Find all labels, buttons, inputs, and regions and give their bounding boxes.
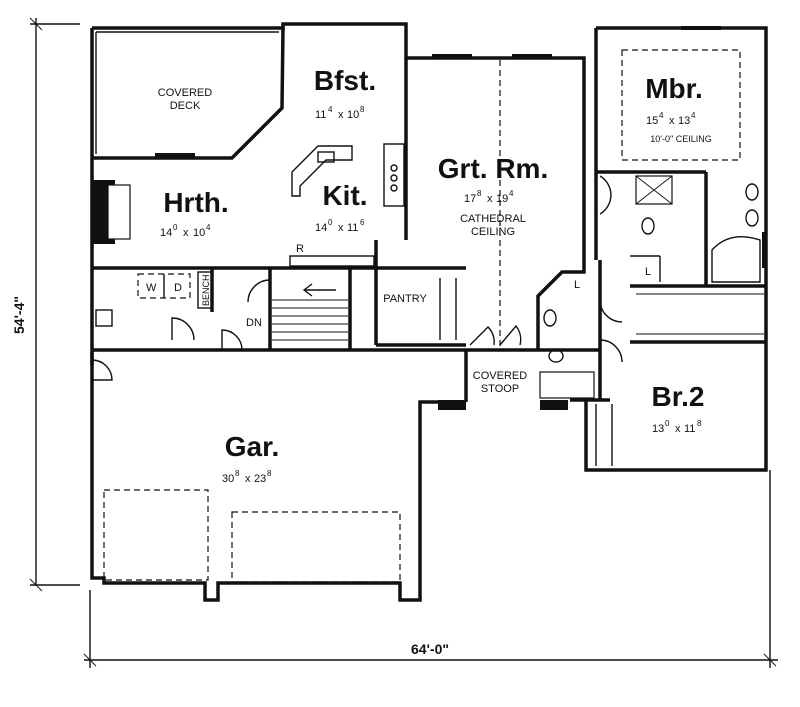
covered-deck — [92, 27, 285, 160]
br2-dimensions: 13 0 x 11 8 — [652, 419, 702, 435]
bfst-name: Bfst. — [314, 65, 376, 96]
svg-text:x: x — [675, 423, 681, 435]
svg-text:11: 11 — [347, 222, 358, 234]
mbr-ceiling-note: 10'-0" CEILING — [650, 134, 711, 144]
washer-label: W — [146, 282, 157, 294]
br2-name: Br.2 — [652, 381, 705, 412]
covered-deck-label-2: DECK — [170, 100, 201, 112]
svg-text:14: 14 — [315, 222, 327, 234]
door-swings — [91, 175, 623, 381]
svg-text:17: 17 — [464, 193, 476, 205]
linen-closet-label: L — [645, 266, 651, 278]
svg-text:13: 13 — [652, 423, 664, 435]
gar-name: Gar. — [225, 431, 279, 462]
master-closet-hatching — [636, 293, 764, 335]
hrth-dimensions: 14 0 x 10 4 — [160, 223, 211, 239]
kit-name: Kit. — [322, 180, 367, 211]
kit-dimensions: 14 0 x 11 6 — [315, 218, 365, 234]
covered-deck-label: COVERED — [158, 87, 212, 99]
exterior-walls — [90, 22, 768, 602]
laundry-stairs-pantry — [95, 240, 466, 350]
svg-text:11: 11 — [315, 109, 326, 121]
svg-text:14: 14 — [160, 227, 172, 239]
svg-text:0: 0 — [665, 419, 670, 428]
garage — [103, 489, 401, 583]
svg-text:4: 4 — [691, 111, 696, 120]
mbr-dimensions: 15 4 x 13 4 — [646, 111, 696, 127]
covered-stoop-label-2: STOOP — [481, 383, 519, 395]
covered-stoop — [438, 348, 568, 410]
svg-text:0: 0 — [173, 223, 178, 232]
overall-width-label: 64'-0" — [411, 641, 449, 657]
svg-text:30: 30 — [222, 473, 234, 485]
svg-text:13: 13 — [678, 115, 690, 127]
hall-linen-label: L — [574, 279, 580, 291]
hall-bath — [536, 260, 602, 400]
hrth-name: Hrth. — [163, 187, 228, 218]
svg-text:10: 10 — [193, 227, 205, 239]
grt-rm-name: Grt. Rm. — [438, 153, 548, 184]
overall-dimension-lines — [29, 17, 778, 668]
grt-rm-note-2: CEILING — [471, 226, 515, 238]
grt-rm-dimensions: 17 8 x 19 4 — [464, 189, 514, 205]
svg-text:0: 0 — [328, 218, 333, 227]
svg-text:10: 10 — [347, 109, 359, 121]
svg-text:8: 8 — [235, 469, 240, 478]
overall-depth-label: 54'-4" — [11, 296, 27, 334]
svg-text:x: x — [245, 473, 251, 485]
stair-down-label: DN — [246, 317, 262, 329]
svg-text:4: 4 — [659, 111, 664, 120]
svg-text:8: 8 — [477, 189, 482, 198]
svg-text:x: x — [338, 109, 344, 121]
svg-text:4: 4 — [206, 223, 211, 232]
svg-text:x: x — [338, 222, 344, 234]
gar-dimensions: 30 8 x 23 8 — [222, 469, 272, 485]
svg-text:15: 15 — [646, 115, 658, 127]
bedroom-2 — [586, 398, 613, 466]
railing-label: R — [296, 243, 304, 255]
pantry-label: PANTRY — [383, 293, 427, 305]
svg-text:11: 11 — [684, 423, 695, 435]
svg-text:x: x — [183, 227, 189, 239]
grt-rm-note: CATHEDRAL — [460, 213, 526, 225]
svg-text:6: 6 — [360, 218, 365, 227]
master-suite — [596, 26, 766, 344]
svg-text:23: 23 — [254, 473, 266, 485]
bfst-dimensions: 11 4 x 10 8 — [315, 105, 365, 121]
stair-treads — [272, 299, 348, 341]
hearth-kitchen-walls — [92, 58, 466, 270]
svg-text:8: 8 — [360, 105, 365, 114]
svg-text:8: 8 — [697, 419, 702, 428]
svg-text:4: 4 — [509, 189, 514, 198]
svg-text:19: 19 — [496, 193, 508, 205]
dryer-label: D — [174, 282, 182, 294]
mbr-name: Mbr. — [645, 73, 703, 104]
svg-text:x: x — [487, 193, 493, 205]
svg-text:8: 8 — [267, 469, 272, 478]
svg-text:4: 4 — [328, 105, 333, 114]
svg-text:x: x — [669, 115, 675, 127]
bench-label: BENCH — [201, 274, 211, 306]
great-room — [432, 54, 552, 350]
covered-stoop-label: COVERED — [473, 370, 527, 382]
